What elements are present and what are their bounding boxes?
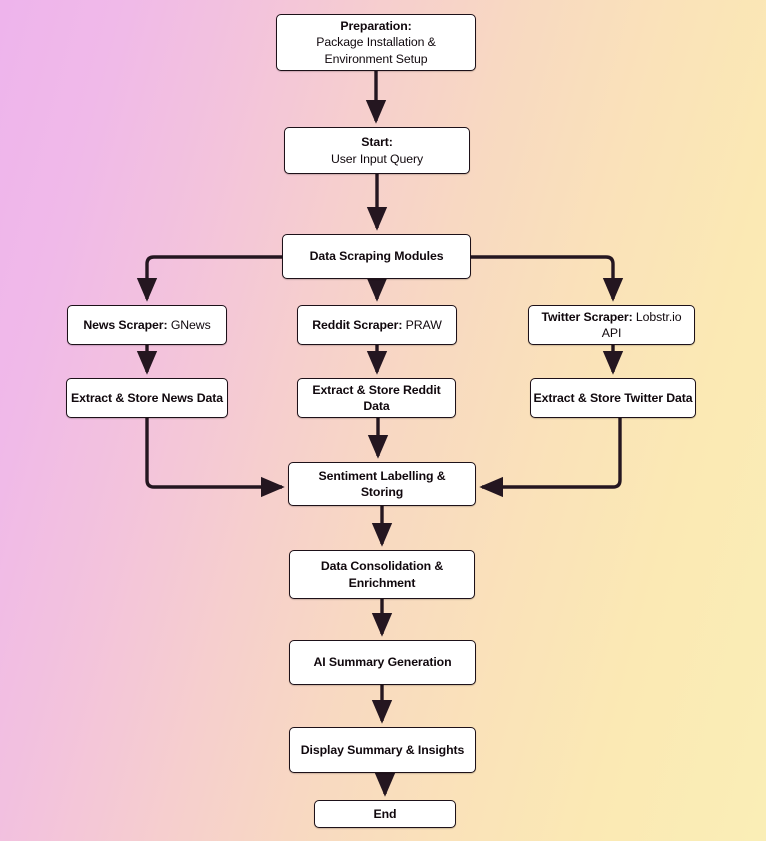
node-end-title: End [373,806,397,821]
node-twitter-scraper-detail: Lobstr.io API [601,309,682,340]
node-news-scraper-detail: GNews [170,317,211,332]
node-data-consolidation-label: Data Consolidation & Enrichment [300,558,464,590]
node-data-scraping-modules[interactable]: Data Scraping Modules [282,234,471,279]
node-sentiment-labelling[interactable]: Sentiment Labelling & Storing [288,462,476,506]
node-news-scraper-title: News Scraper: [83,317,168,332]
node-extract-news-title: Extract & Store News Data [71,390,223,405]
node-news-scraper[interactable]: News Scraper: GNews [67,305,227,345]
node-twitter-scraper-title: Twitter Scraper: [541,309,633,324]
node-data-consolidation[interactable]: Data Consolidation & Enrichment [289,550,475,599]
edge-extract-twitter-to-sentiment [479,418,622,498]
node-display-summary[interactable]: Display Summary & Insights [289,727,476,773]
node-start-title: Start: [361,135,393,150]
node-display-summary-title: Display Summary & Insights [300,742,465,757]
node-news-scraper-label: News Scraper: GNews [76,317,217,333]
node-data-scraping-modules-title: Data Scraping Modules [309,249,444,264]
node-extract-reddit-label: Extract & Store Reddit Data [298,382,455,414]
node-reddit-scraper-title: Reddit Scraper: [312,317,403,332]
node-start[interactable]: Start: User Input Query [284,127,470,174]
node-start-detail: User Input Query [330,151,424,166]
node-end-label: End [367,806,404,822]
node-ai-summary-title: AI Summary Generation [313,655,452,670]
node-twitter-scraper-label: Twitter Scraper: Lobstr.io API [529,309,694,341]
node-extract-twitter-title: Extract & Store Twitter Data [533,390,693,405]
node-extract-twitter-label: Extract & Store Twitter Data [532,390,695,406]
node-data-consolidation-title: Data Consolidation & Enrichment [320,559,444,590]
node-preparation-label: Preparation: Package Installation & Envi… [277,18,475,67]
node-sentiment-labelling-label: Sentiment Labelling & Storing [289,468,475,500]
node-preparation[interactable]: Preparation: Package Installation & Envi… [276,14,476,71]
node-ai-summary-label: AI Summary Generation [307,654,459,670]
node-preparation-title: Preparation: [340,19,412,34]
node-extract-twitter[interactable]: Extract & Store Twitter Data [530,378,696,418]
edge-extract-news-to-sentiment [145,418,285,498]
node-extract-news-label: Extract & Store News Data [68,390,226,406]
node-start-label: Start: User Input Query [324,134,430,166]
node-ai-summary[interactable]: AI Summary Generation [289,640,476,685]
node-preparation-detail: Package Installation & Environment Setup [316,35,436,66]
node-display-summary-label: Display Summary & Insights [294,742,471,758]
node-reddit-scraper[interactable]: Reddit Scraper: PRAW [297,305,457,345]
node-twitter-scraper[interactable]: Twitter Scraper: Lobstr.io API [528,305,695,345]
node-extract-reddit[interactable]: Extract & Store Reddit Data [297,378,456,418]
node-sentiment-labelling-title: Sentiment Labelling & Storing [318,468,446,499]
node-end[interactable]: End [314,800,456,828]
node-reddit-scraper-detail: PRAW [405,317,442,332]
edge-scraping-to-news-scraper [136,255,282,302]
node-reddit-scraper-label: Reddit Scraper: PRAW [305,317,448,333]
edge-scraping-to-twitter-scraper [471,255,624,302]
node-extract-news[interactable]: Extract & Store News Data [66,378,228,418]
node-extract-reddit-title: Extract & Store Reddit Data [312,382,441,413]
node-data-scraping-modules-label: Data Scraping Modules [303,248,451,264]
